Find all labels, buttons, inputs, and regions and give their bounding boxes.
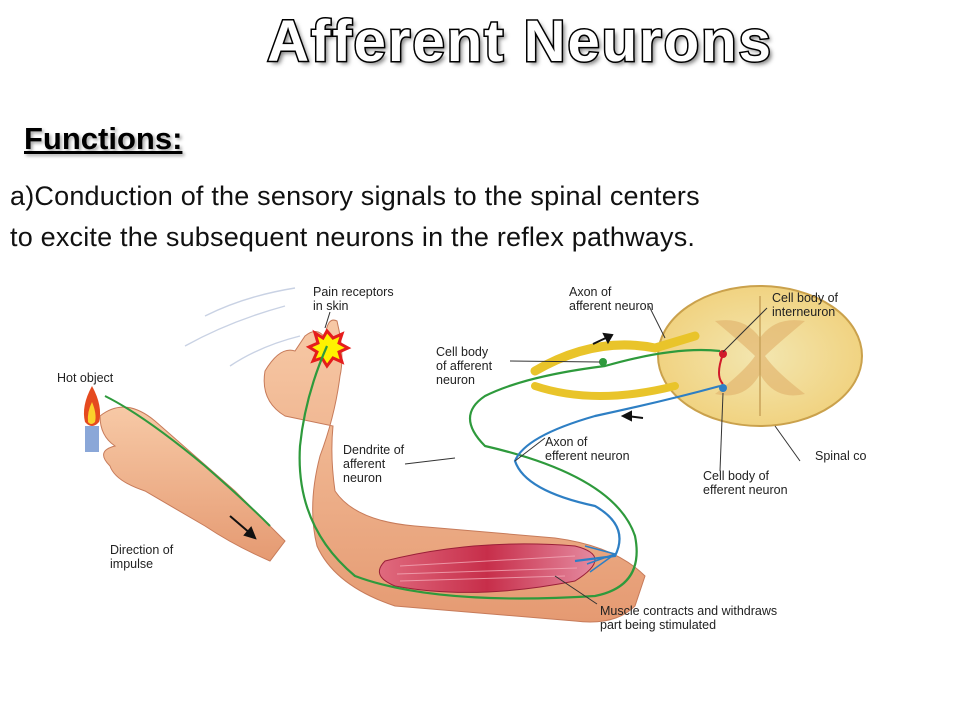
conduction-term: a)Conduction — [10, 181, 174, 211]
description-line2: to excite the subsequent neurons in the … — [10, 222, 696, 252]
label-axon-efferent-1: Axon of — [545, 435, 588, 449]
function-description: a)Conduction of the sensory signals to t… — [10, 176, 955, 258]
label-direction-2: impulse — [110, 557, 153, 571]
functions-heading: Functions: — [24, 121, 183, 156]
label-pain-receptors-1: Pain receptors — [313, 285, 394, 299]
label-dendrite-1: Dendrite of — [343, 443, 405, 457]
label-pain-receptors-2: in skin — [313, 299, 348, 313]
label-cell-body-aff-2: of afferent — [436, 359, 493, 373]
extended-arm — [99, 406, 286, 562]
label-cell-body-aff-1: Cell body — [436, 345, 489, 359]
label-dendrite-3: neuron — [343, 471, 382, 485]
efferent-cell-body — [719, 384, 727, 392]
afferent-cell-body — [599, 358, 607, 366]
label-cell-body-eff-2: efferent neuron — [703, 483, 788, 497]
motion-lines — [184, 287, 301, 367]
label-dendrite-2: afferent — [343, 457, 386, 471]
description-line1: of the sensory signals to the spinal cen… — [173, 181, 700, 211]
reflex-arc-diagram: Hot object Pain receptors in skin Axon o… — [57, 285, 866, 632]
label-axon-efferent-2: efferent neuron — [545, 449, 630, 463]
label-muscle-2: part being stimulated — [600, 618, 716, 632]
slide-title: Afferent Neurons — [266, 8, 773, 76]
label-direction-1: Direction of — [110, 543, 174, 557]
impulse-arrows — [229, 332, 644, 540]
label-axon-afferent-1: Axon of — [569, 285, 612, 299]
label-axon-afferent-2: afferent neuron — [569, 299, 654, 313]
label-cell-body-aff-3: neuron — [436, 373, 475, 387]
motor-pathway — [513, 384, 721, 563]
sensory-pathway — [298, 345, 721, 600]
afferent-nerve — [530, 331, 700, 376]
label-cell-body-inter-1: Cell body of — [772, 291, 839, 305]
label-muscle-1: Muscle contracts and withdraws — [600, 604, 777, 618]
label-cell-body-eff-1: Cell body of — [703, 469, 770, 483]
label-cell-body-inter-2: interneuron — [772, 305, 835, 319]
label-spinal-cord: Spinal co — [815, 449, 866, 463]
label-hot-object: Hot object — [57, 371, 114, 385]
spinal-cord — [657, 285, 863, 427]
candle-flame — [83, 386, 101, 452]
pain-burst-icon — [305, 328, 352, 369]
